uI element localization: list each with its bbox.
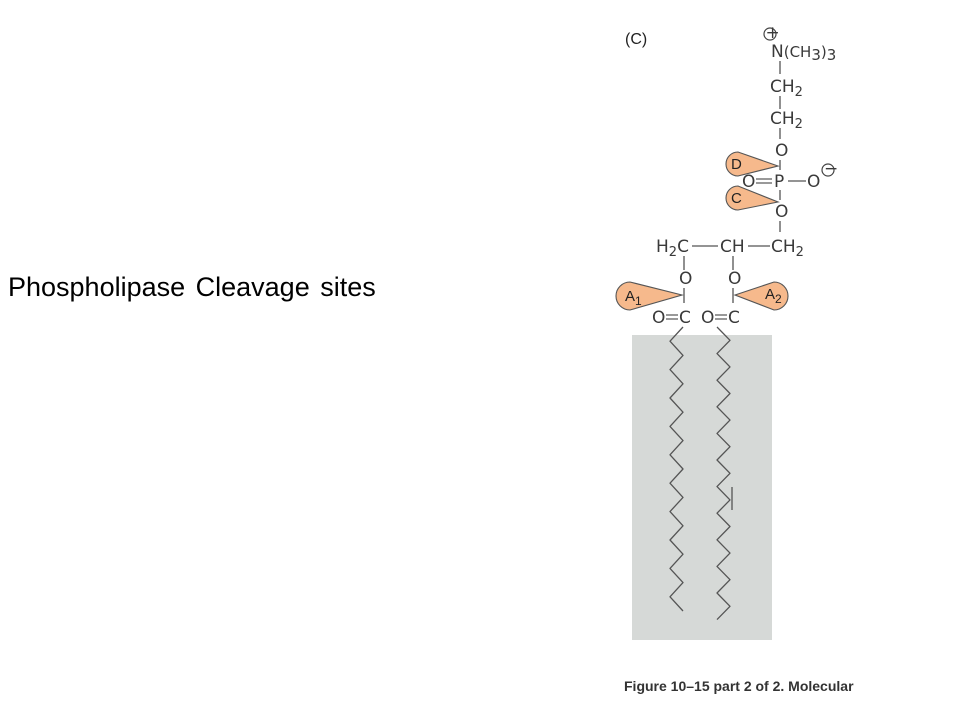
choline-group: + N(CH3)3 CH2 CH2 (763, 23, 836, 139)
cleavage-site-d: D (725, 151, 780, 177)
choline-nitrogen: N(CH3)3 (771, 42, 836, 64)
negative-charge-icon (821, 163, 835, 177)
carbonyl-groups: O C O C (652, 308, 740, 328)
cleavage-site-d-label: D (731, 156, 742, 173)
choline-ch2-upper: CH2 (770, 77, 803, 100)
cleavage-site-c: C (725, 185, 780, 211)
slide-title: Phospholipase Cleavage sites (8, 272, 376, 302)
ester-oxygen-sn1: O (679, 269, 692, 289)
phosphorus-atom: P (774, 172, 784, 192)
cleavage-site-a1: A1 (615, 281, 685, 311)
carbonyl-carbon-sn1: C (679, 308, 691, 328)
glycerol-h2c: H2C (656, 237, 689, 260)
saturated-fatty-acid-chain (669, 326, 684, 612)
carbonyl-carbon-sn2: C (728, 308, 740, 328)
phosphate-group: O O P O − O (742, 141, 838, 232)
cleavage-site-a2: A2 (733, 281, 789, 311)
phospholipid-diagram: (C) + N(CH3)3 CH2 CH2 O O P O − (615, 23, 838, 640)
phospholipid-structure-figure: (C) + N(CH3)3 CH2 CH2 O O P O − (600, 20, 880, 710)
phosphate-anionic-oxygen: O (807, 172, 820, 192)
phosphate-double-bond-oxygen: O (742, 172, 755, 192)
glycerol-ch2: CH2 (771, 237, 804, 260)
hydrophobic-tail-region (632, 335, 772, 640)
positive-charge-icon (763, 27, 777, 41)
cleavage-site-a1-label: A1 (625, 288, 642, 308)
figure-caption: Figure 10–15 part 2 of 2. Molecular (624, 678, 854, 694)
choline-ch2-lower: CH2 (770, 109, 803, 132)
carbonyl-oxygen-sn2: O (701, 308, 714, 328)
glycerol-ch: CH (720, 237, 745, 257)
phosphate-ester-oxygen-lower: O (775, 202, 788, 222)
cleavage-site-c-label: C (731, 190, 742, 207)
unsaturated-fatty-acid-chain (716, 326, 731, 621)
ester-oxygen-sn2: O (728, 269, 741, 289)
carbonyl-oxygen-sn1: O (652, 308, 665, 328)
positive-charge-sign: + (766, 23, 780, 43)
negative-charge-sign: − (824, 159, 838, 179)
panel-label: (C) (625, 31, 647, 48)
glycerol-backbone: H2C CH CH2 O O (656, 237, 804, 303)
cleavage-site-a2-label: A2 (765, 286, 782, 306)
phosphate-ester-oxygen-upper: O (775, 141, 788, 161)
